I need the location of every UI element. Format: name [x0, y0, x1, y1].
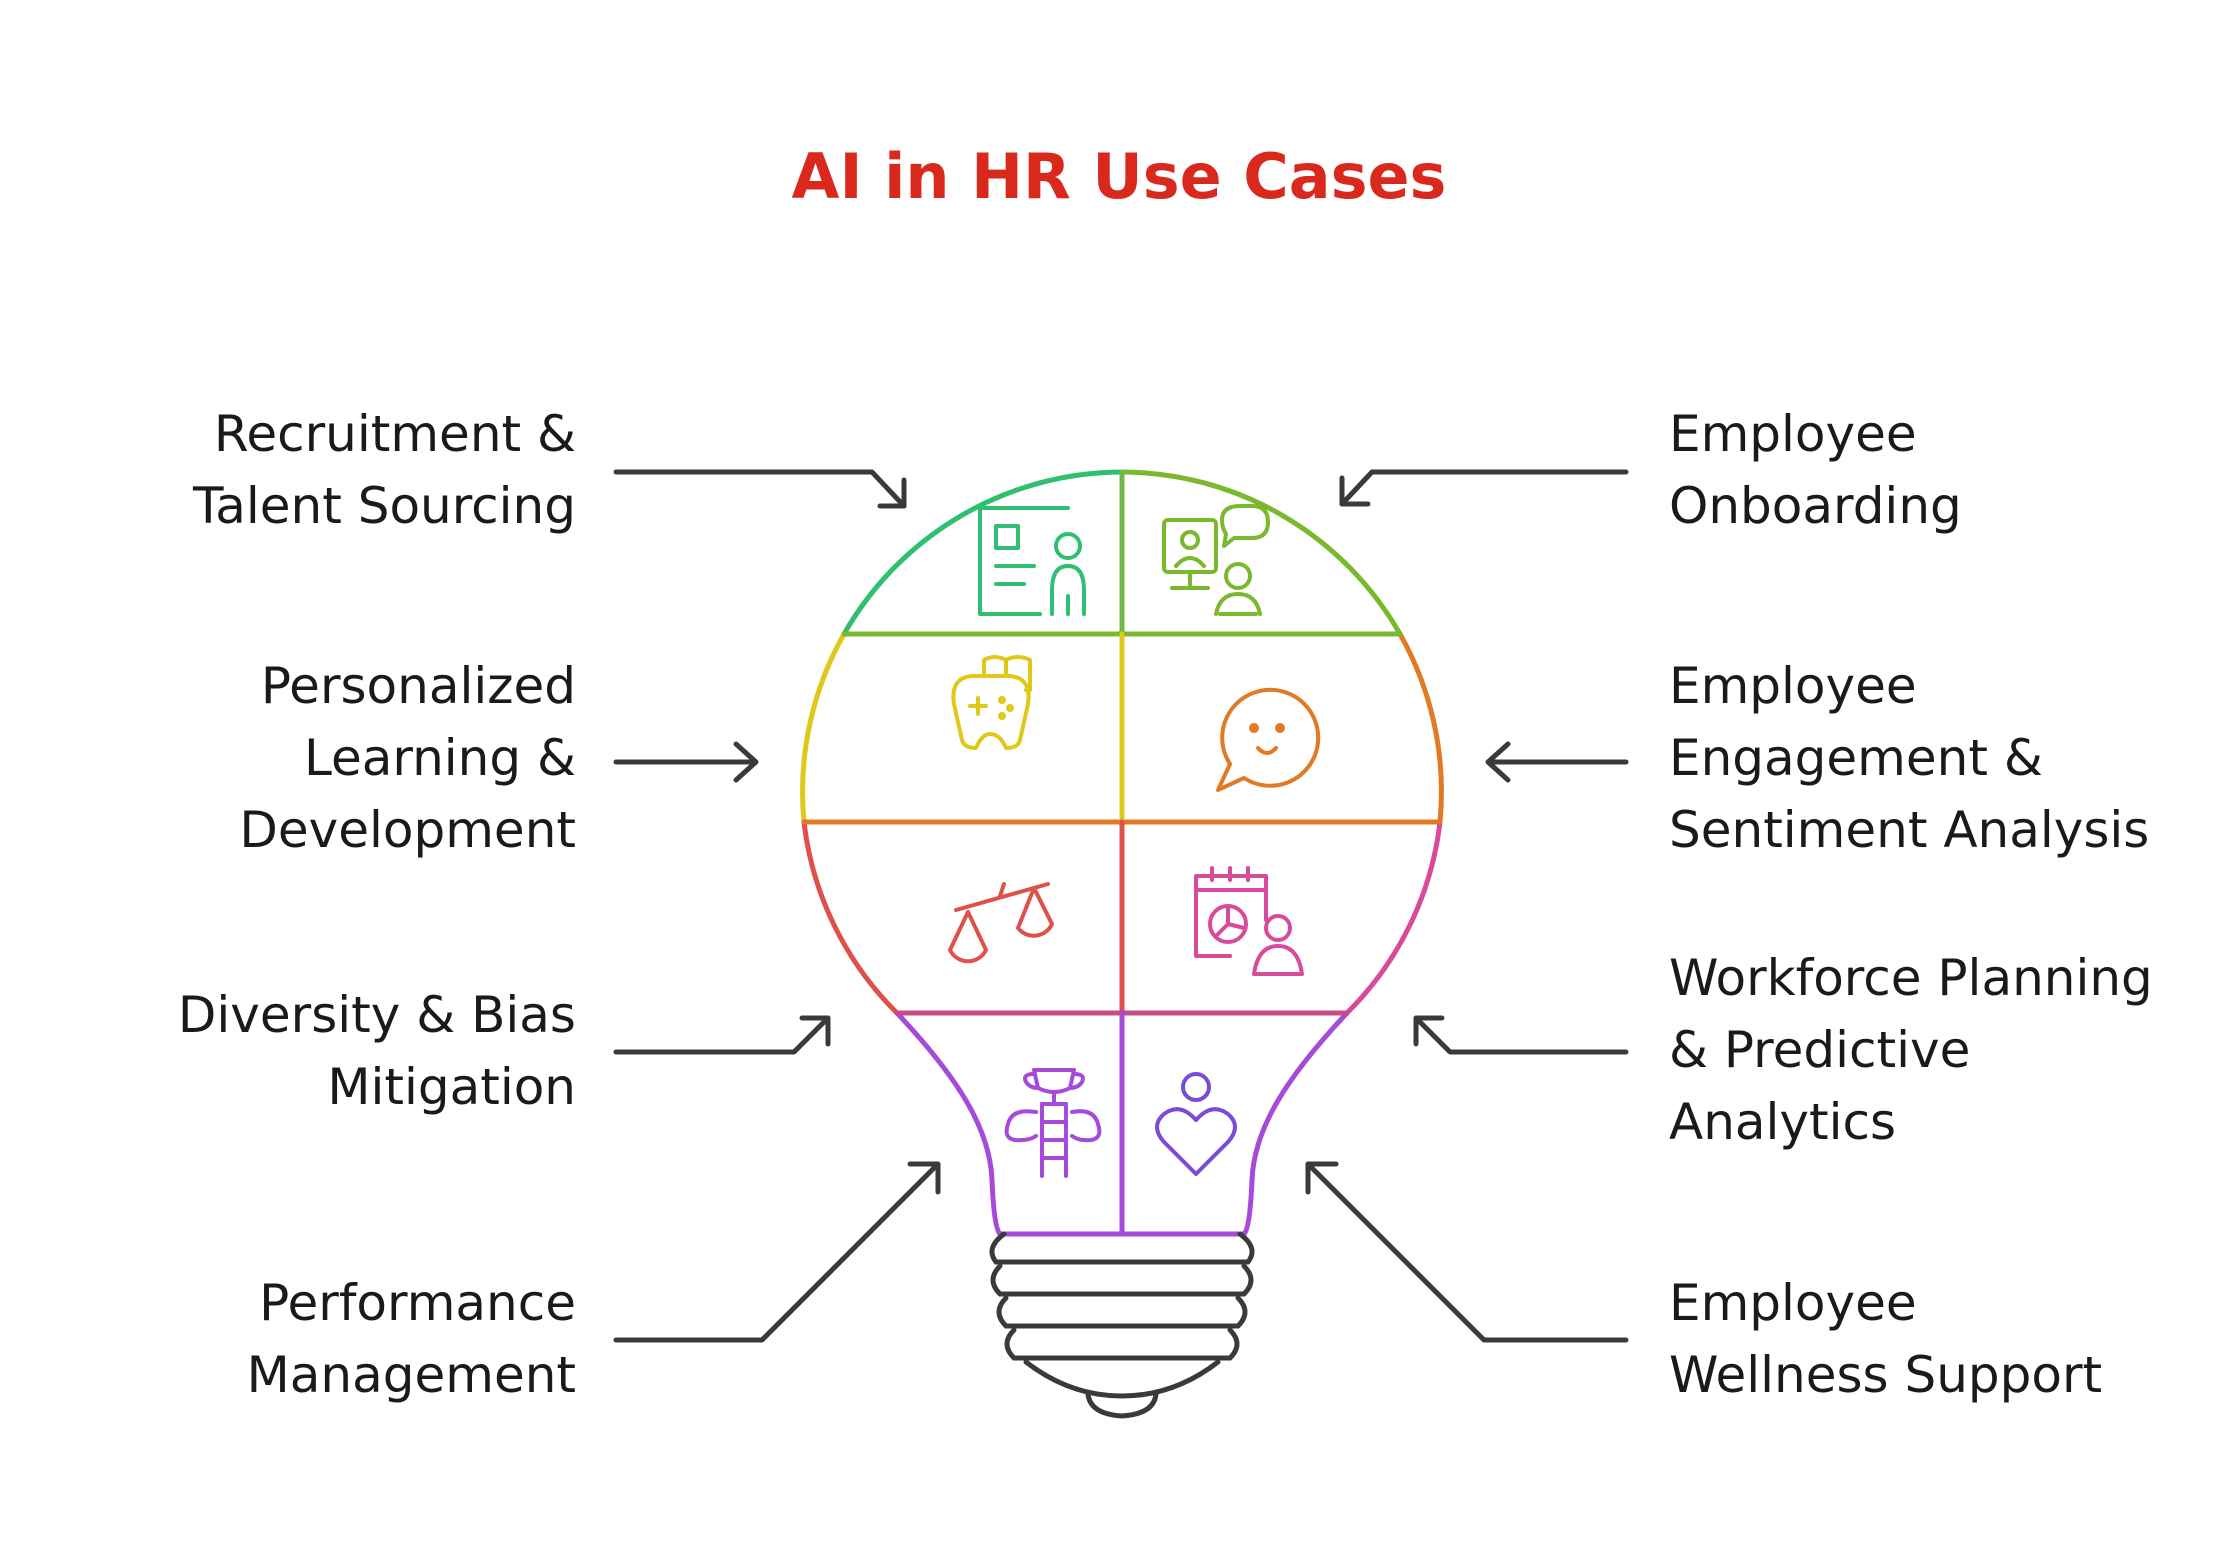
- arrowhead-wellness: [1305, 1161, 1339, 1195]
- bulb-segment-top-right: [1119, 469, 1403, 637]
- label-learning: Personalized Learning & Development: [239, 657, 576, 859]
- arrowhead-learning: [733, 741, 759, 783]
- arrow-workforce: [1415, 1017, 1629, 1055]
- id-card-person-icon: [978, 506, 1086, 616]
- arrowhead-workforce: [1413, 1015, 1445, 1047]
- label-recruitment: Recruitment & Talent Sourcing: [192, 405, 576, 535]
- balance-scale-icon: [948, 882, 1054, 964]
- connector-arrows: [613, 469, 1629, 1343]
- bulb-segment-mid-right: [1397, 631, 1444, 825]
- gamepad-book-icon: [951, 655, 1032, 750]
- video-call-chat-icon: [1162, 504, 1270, 616]
- label-onboarding: Employee Onboarding: [1669, 405, 1962, 535]
- bulb-segment-top-left: [841, 469, 1125, 637]
- label-performance: Performance Management: [246, 1274, 576, 1404]
- bulb-neck-left: [894, 1010, 1125, 1237]
- bulb-segment-low-left: [801, 819, 900, 1016]
- trophy-ladder-icon: [1004, 1068, 1102, 1178]
- smiley-chat-icon: [1216, 687, 1321, 792]
- label-engagement: Employee Engagement & Sentiment Analysis: [1669, 657, 2150, 859]
- label-diversity: Diversity & Bias Mitigation: [177, 986, 576, 1116]
- arrowhead-engagement: [1485, 741, 1511, 783]
- label-wellness: Employee Wellness Support: [1669, 1274, 2103, 1404]
- person-heart-icon: [1155, 1072, 1237, 1176]
- arrowhead-onboarding: [1339, 475, 1371, 507]
- diagram-title: AI in HR Use Cases: [791, 140, 1447, 213]
- bulb-neck-right: [1119, 1010, 1350, 1237]
- label-workforce: Workforce Planning & Predictive Analytic…: [1669, 949, 2153, 1151]
- arrow-onboarding: [1339, 469, 1629, 507]
- arrow-diversity: [613, 1017, 829, 1055]
- arrow-recruitment: [613, 469, 907, 509]
- bulb-segment-mid-left: [800, 631, 847, 825]
- arrow-wellness: [1307, 1163, 1629, 1343]
- calendar-chart-person-icon: [1194, 866, 1304, 976]
- bulb-base: [989, 1231, 1255, 1419]
- arrowhead-recruitment: [877, 477, 907, 509]
- arrow-performance: [613, 1163, 939, 1343]
- bulb-segment-low-right: [1344, 819, 1443, 1016]
- bulb-outline: [800, 469, 1444, 1237]
- arrowhead-performance: [907, 1161, 941, 1195]
- arrowhead-diversity: [799, 1015, 831, 1047]
